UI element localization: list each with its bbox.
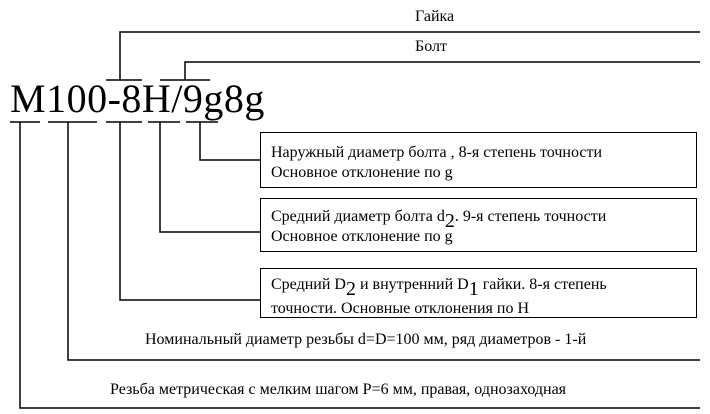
nut-leader	[119, 31, 700, 80]
thread-designation: M100-8H/9g8g	[10, 76, 265, 121]
pitch-diameter-text: Средний диаметр болта d	[271, 208, 445, 225]
pitch-diameter-subscript: 2	[444, 210, 455, 232]
nominal-leader	[67, 122, 700, 361]
outer-diameter-line2: Основное отклонение по g	[271, 164, 453, 181]
thread-type-label: Резьба метрическая с мелким шагом P=6 мм…	[110, 381, 567, 398]
outer-diameter-line1: Наружный диаметр болта , 8-я степень точ…	[271, 144, 603, 161]
pitch-diameter-leader	[159, 122, 260, 233]
outer-diameter-leader	[199, 122, 260, 161]
nut-label: Гайка	[415, 8, 455, 25]
pitch-diameter-box: Средний диаметр болта d2. 9-я степень то…	[260, 198, 697, 252]
nut-accuracy-text: гайки. 8-я степень	[478, 276, 607, 293]
nut-pitch-subscript: 2	[345, 278, 356, 300]
bolt-label: Болт	[415, 38, 447, 55]
bolt-leader	[184, 61, 700, 80]
nut-inner-diameter-text: и внутренний D	[355, 276, 469, 293]
pitch-diameter-line2: Основное отклонение по g	[271, 228, 453, 245]
nut-pitch-diameter-text: Средний D	[271, 276, 346, 293]
thread-leader	[19, 122, 700, 409]
nominal-diameter-label: Номинальный диаметр резьбы d=D=100 мм, р…	[145, 331, 587, 348]
pitch-diameter-accuracy: . 9-я степень точности	[454, 208, 607, 225]
nut-inner-subscript: 1	[468, 278, 479, 300]
nut-diameters-box: Средний D2 и внутренний D1 гайки. 8-я ст…	[260, 268, 697, 318]
pitch-diameter-line1: Средний диаметр болта d2. 9-я степень то…	[271, 205, 607, 231]
nut-diameters-line2: точности. Основные отклонения по H	[271, 300, 530, 317]
nut-diameter-leader	[119, 122, 260, 301]
nut-diameters-line1: Средний D2 и внутренний D1 гайки. 8-я ст…	[271, 273, 607, 299]
outer-diameter-box: Наружный диаметр болта , 8-я степень точ…	[260, 132, 697, 188]
